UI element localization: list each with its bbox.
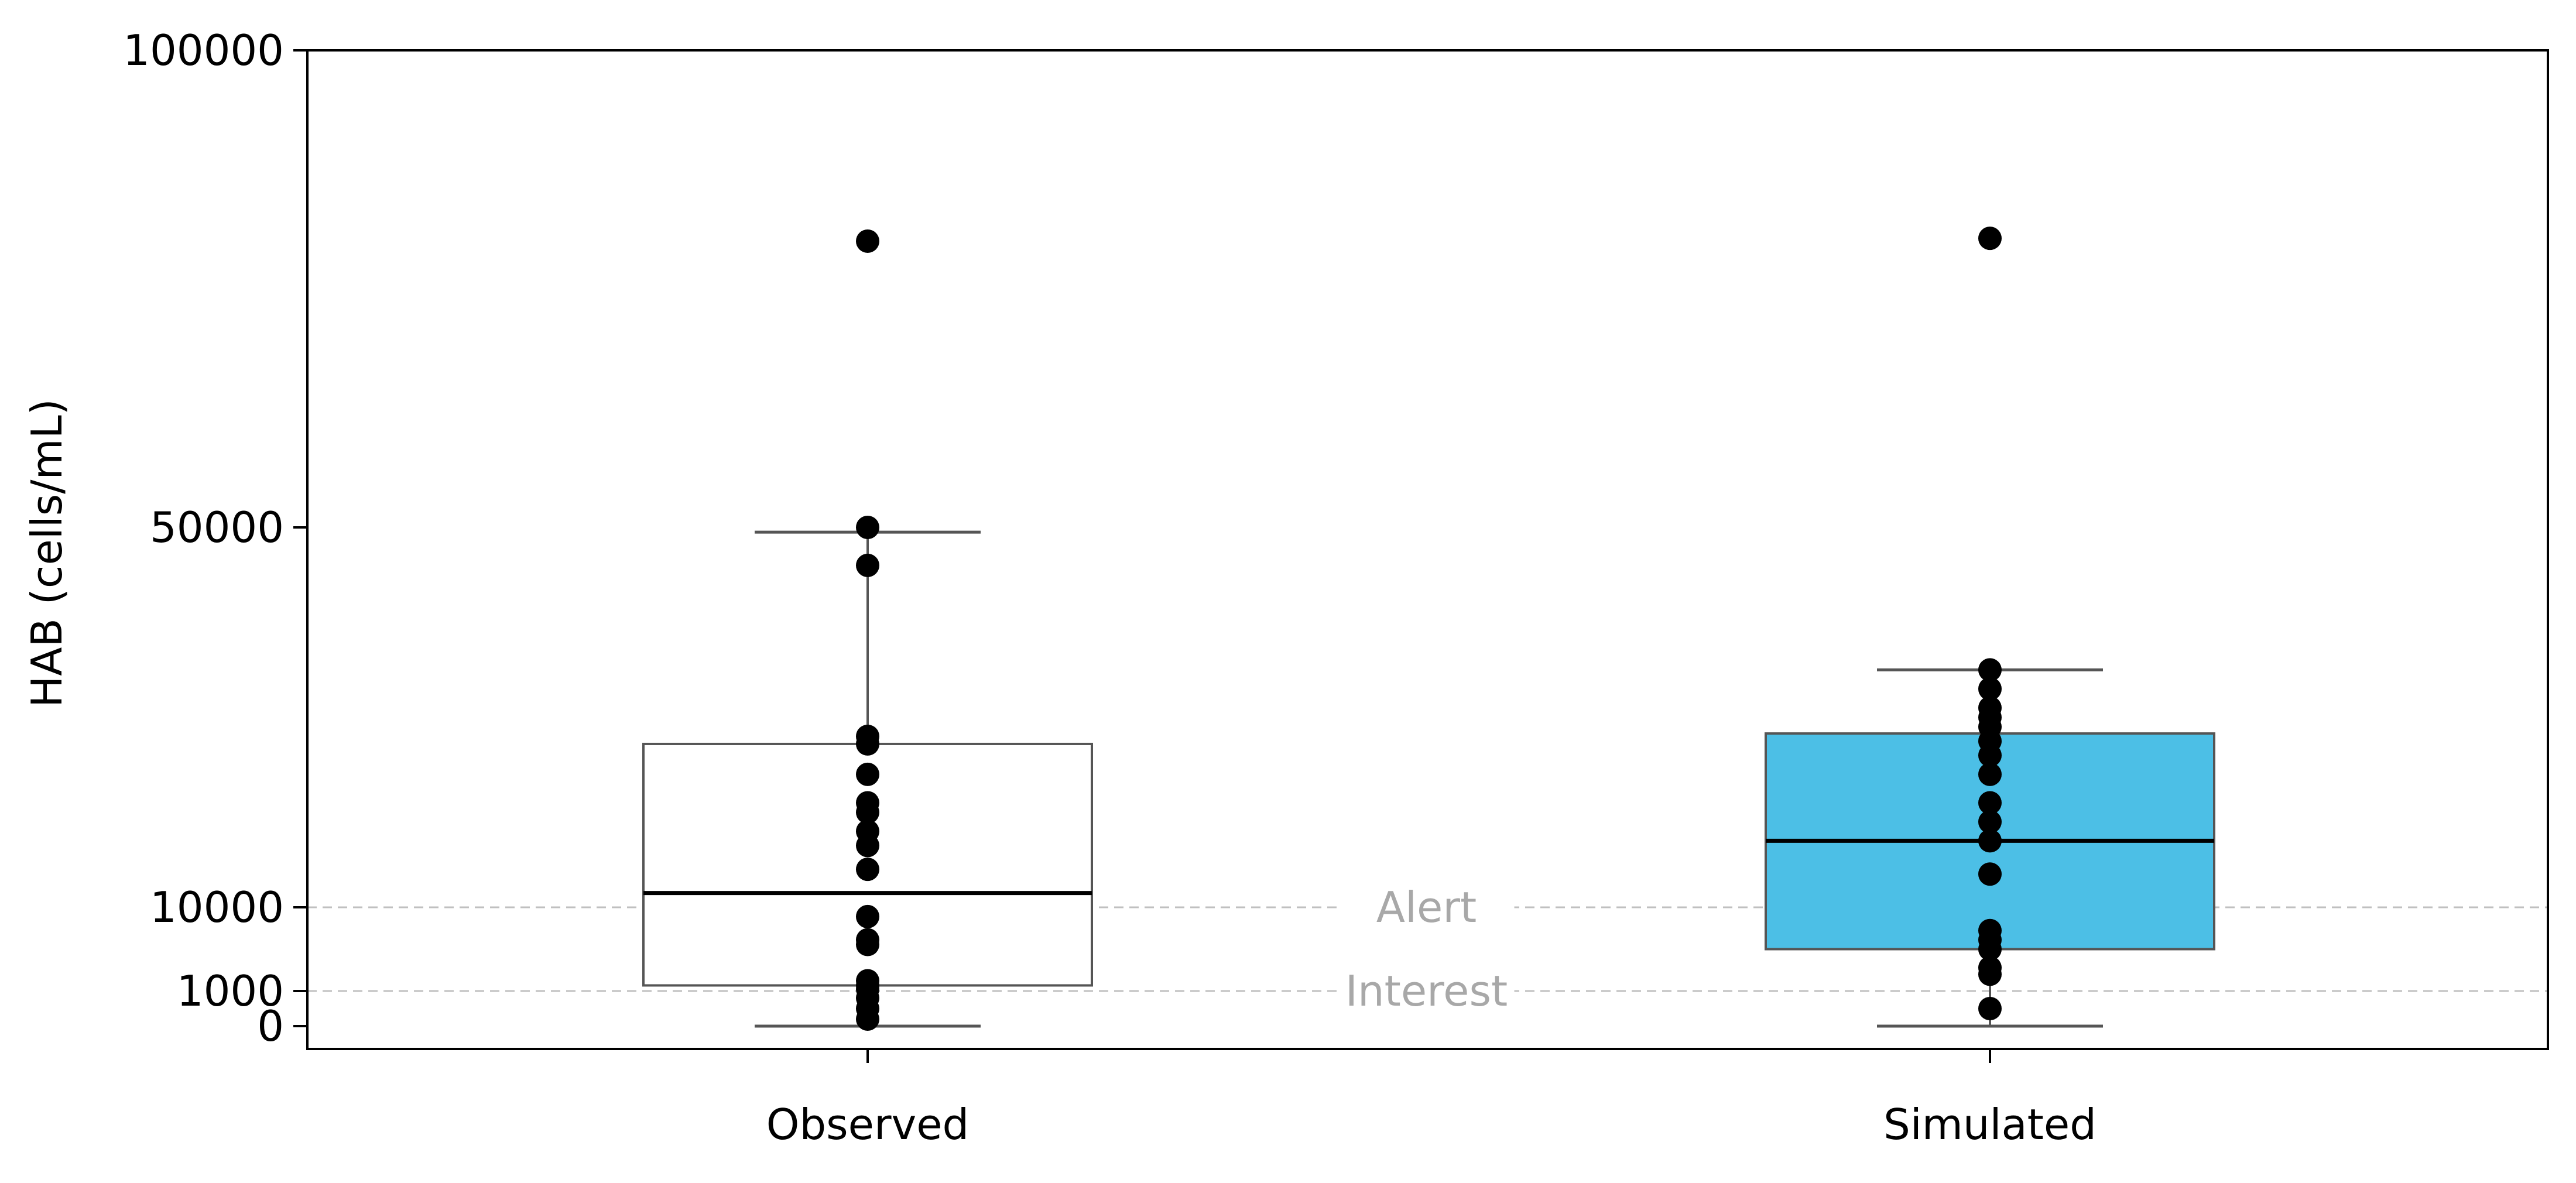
simulated-data-point (1978, 997, 2002, 1020)
observed-data-point (856, 553, 879, 577)
observed-data-point (856, 516, 879, 539)
observed-data-point (856, 904, 879, 928)
x-tick-label-simulated: Simulated (1883, 1100, 2097, 1149)
y-tick-label: 0 (257, 1002, 284, 1051)
observed-data-point (856, 858, 879, 882)
data-points (856, 227, 2002, 1031)
reference-label-interest: Interest (1345, 966, 1508, 1016)
reference-label-alert: Alert (1376, 883, 1477, 932)
y-axis-ticks: 100000 50000 10000 10000 (123, 26, 307, 1051)
simulated-data-point (1978, 743, 2002, 767)
x-axis-ticks: Observed Simulated (766, 1049, 2097, 1149)
x-tick-label-observed: Observed (766, 1100, 969, 1149)
simulated-data-point (1978, 791, 2002, 815)
simulated-data-point (1978, 677, 2002, 701)
simulated-data-point (1978, 962, 2002, 986)
y-tick-label: 100000 (123, 26, 284, 75)
observed-data-point (856, 762, 879, 786)
observed-data-point (856, 834, 879, 858)
reference-label-backdrop (1338, 903, 1515, 912)
y-tick-label: 10000 (150, 883, 284, 932)
simulated-data-point (1978, 862, 2002, 886)
plot-area-frame (306, 49, 2549, 1050)
y-tick-label: 1000 (177, 966, 284, 1016)
y-tick-label: 50000 (150, 503, 284, 552)
simulated-data-point (1978, 810, 2002, 834)
boxes (642, 530, 2215, 1028)
observed-data-point (856, 732, 879, 756)
simulated-data-point (1978, 762, 2002, 786)
simulated-data-point (1978, 658, 2002, 682)
observed-data-point (856, 1007, 879, 1031)
observed-data-point (856, 229, 879, 253)
observed-data-point (856, 932, 879, 956)
simulated-data-point (1978, 227, 2002, 251)
simulated-data-point (1978, 937, 2002, 961)
y-axis-title: HAB (cells/mL) (22, 399, 71, 708)
simulated-data-point (1978, 829, 2002, 853)
observed-data-point (856, 800, 879, 824)
reference-label-backdrop (1338, 986, 1515, 996)
